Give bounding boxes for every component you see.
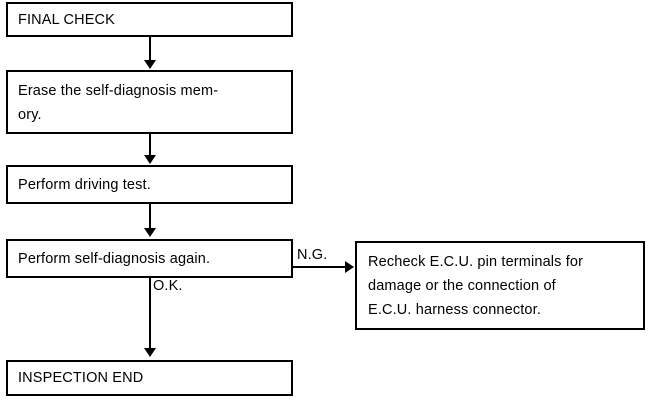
- connector-driving-test-to-self-diagnosis: [149, 204, 151, 229]
- edge-label-ok: O.K.: [153, 278, 183, 294]
- arrowhead-to-recheck-ecu: [345, 261, 354, 273]
- node-inspection-end: INSPECTION END: [6, 360, 293, 396]
- arrowhead-to-self-diagnosis: [144, 228, 156, 237]
- connector-erase-memory-to-driving-test: [149, 134, 151, 157]
- node-driving-test: Perform driving test.: [6, 165, 293, 204]
- node-self-diagnosis-again-label: Perform self-diagnosis again.: [18, 250, 211, 267]
- arrowhead-to-inspection-end: [144, 348, 156, 357]
- node-erase-memory: Erase the self-diagnosis mem- ory.: [6, 70, 293, 134]
- node-driving-test-label: Perform driving test.: [18, 176, 151, 193]
- node-recheck-ecu: Recheck E.C.U. pin terminals for damage …: [355, 241, 645, 330]
- arrowhead-to-driving-test: [144, 155, 156, 164]
- connector-final-check-to-erase-memory: [149, 37, 151, 62]
- node-recheck-ecu-label: Recheck E.C.U. pin terminals for damage …: [368, 254, 584, 318]
- node-self-diagnosis-again: Perform self-diagnosis again.: [6, 239, 293, 278]
- connector-ok-branch: [149, 278, 151, 350]
- node-final-check-label: FINAL CHECK: [18, 11, 115, 28]
- arrowhead-to-erase-memory: [144, 60, 156, 69]
- edge-label-ng: N.G.: [297, 247, 328, 263]
- connector-ng-branch: [293, 266, 346, 268]
- node-final-check: FINAL CHECK: [6, 2, 293, 37]
- node-inspection-end-label: INSPECTION END: [18, 370, 144, 386]
- node-erase-memory-label: Erase the self-diagnosis mem- ory.: [18, 83, 219, 123]
